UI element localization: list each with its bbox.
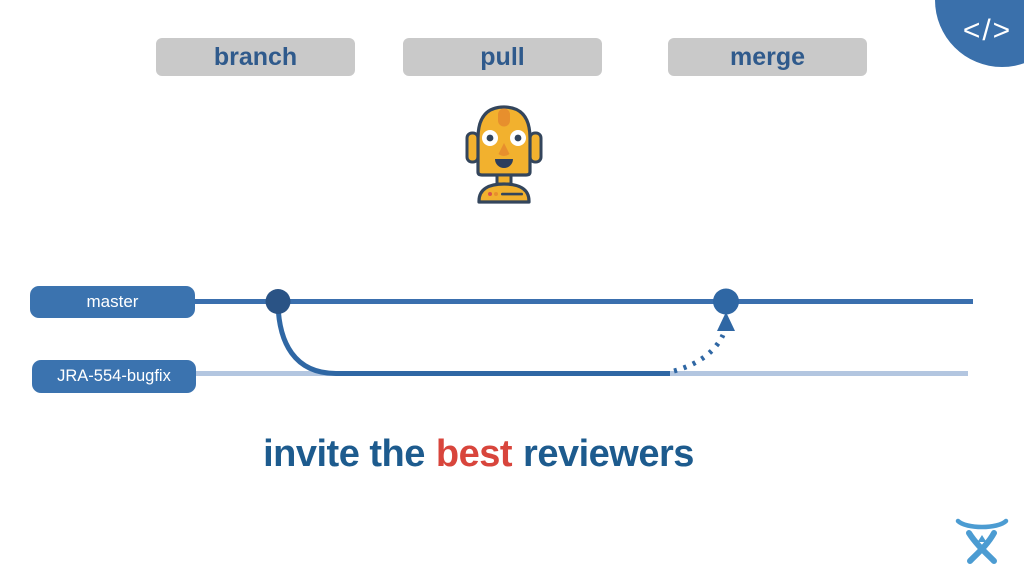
branch-label-master: master (30, 286, 195, 318)
caption-highlight: best (435, 433, 513, 475)
robot-icon (465, 105, 543, 204)
branch-point-dot (265, 289, 291, 314)
step-label-merge: merge (729, 42, 806, 71)
merge-arrow-dotted-curve (673, 333, 726, 374)
step-box-pull: pull (403, 38, 602, 76)
atlassian-logo-icon (955, 518, 1009, 564)
code-icon: </> (962, 14, 1013, 47)
caption-suffix: reviewers (523, 433, 694, 475)
branch-curve (275, 303, 670, 376)
code-badge-circle (935, 0, 1024, 67)
step-label-branch: branch (213, 42, 298, 71)
code-badge: </> (900, 0, 1024, 90)
branch-name-bugfix: JRA-554-bugfix (57, 367, 171, 385)
caption-prefix: invite the (263, 433, 425, 475)
step-label-pull: pull (480, 42, 525, 71)
branch-name-master: master (86, 292, 139, 311)
branch-label-bugfix: JRA-554-bugfix (32, 360, 196, 393)
merge-commit-dot (713, 288, 739, 315)
merge-arrowhead-icon (717, 312, 735, 331)
step-box-branch: branch (156, 38, 355, 76)
step-box-merge: merge (668, 38, 867, 76)
